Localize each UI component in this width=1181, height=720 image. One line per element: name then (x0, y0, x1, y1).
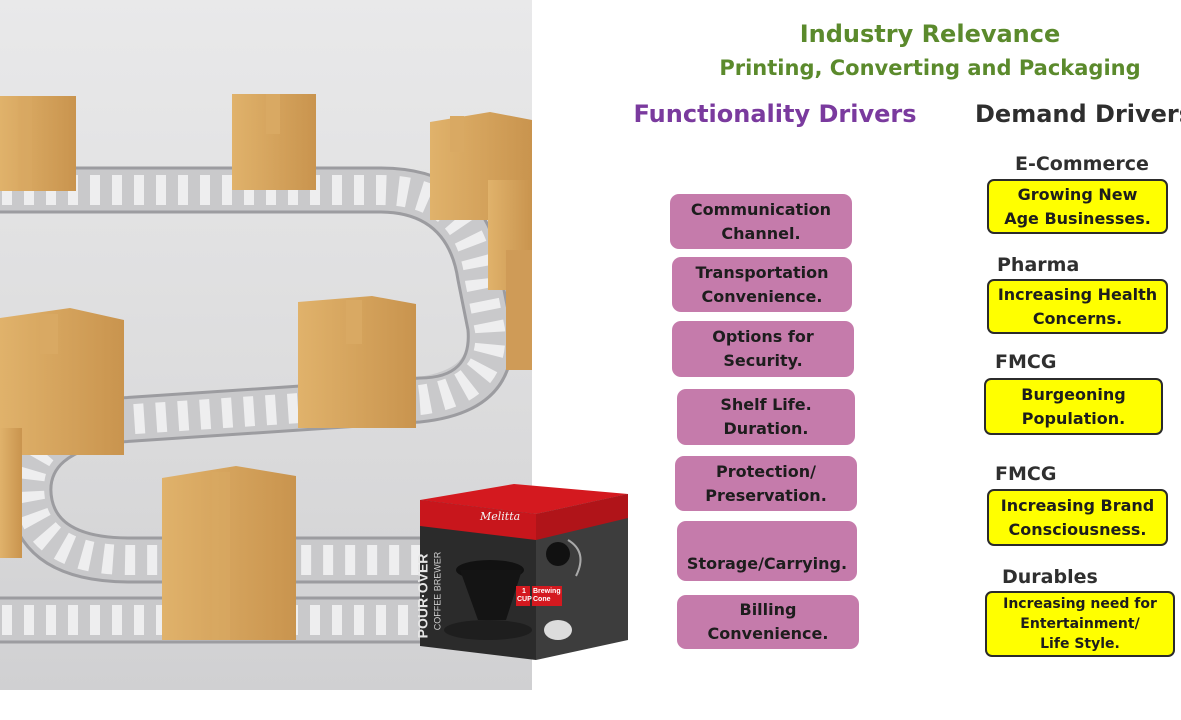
functionality-driver-box: Shelf Life. Duration. (677, 389, 855, 445)
demand-category-label: Pharma (997, 254, 1080, 276)
cardboard-box (0, 96, 76, 191)
demand-drivers-heading: Demand Drivers (975, 100, 1181, 128)
functionality-drivers-heading: Functionality Drivers (633, 100, 917, 128)
cardboard-box (0, 308, 124, 455)
cup-label: 1 CUP (517, 588, 532, 603)
cone-label: Brewing Cone (533, 588, 561, 603)
demand-category-label: FMCG (995, 463, 1057, 485)
functionality-driver-box: Options for Security. (672, 321, 854, 377)
functionality-driver-box: Storage/Carrying. (677, 521, 857, 581)
functionality-driver-box: Communication Channel. (670, 194, 852, 249)
demand-category-label: E-Commerce (1015, 153, 1149, 175)
package-illustration (420, 484, 628, 660)
package-side-text: POUR·OVER (414, 553, 431, 639)
demand-driver-box: Growing New Age Businesses. (987, 179, 1168, 234)
coffee-brewer-package: Melitta POUR·OVER COFFEE BREWER 1 CUP Br… (414, 470, 630, 662)
functionality-driver-box: Billing Convenience. (677, 595, 859, 649)
demand-category-label: Durables (1002, 566, 1098, 588)
demand-driver-box: Increasing Brand Consciousness. (987, 489, 1168, 546)
slide-title: Industry Relevance (799, 20, 1061, 48)
demand-driver-box: Increasing Health Concerns. (987, 279, 1168, 334)
cardboard-box (0, 428, 22, 558)
slide-subtitle: Printing, Converting and Packaging (719, 56, 1141, 80)
brand-logo: Melitta (480, 510, 521, 523)
functionality-driver-box: Protection/ Preservation. (675, 456, 857, 511)
package-side-text: COFFEE BREWER (432, 551, 443, 631)
cardboard-box (232, 94, 316, 190)
cardboard-box (162, 466, 296, 640)
cardboard-box (298, 296, 416, 428)
demand-driver-box: Increasing need for Entertainment/ Life … (985, 591, 1175, 657)
conveyor-illustration (0, 94, 532, 720)
demand-category-label: FMCG (995, 351, 1057, 373)
demand-driver-box: Burgeoning Population. (984, 378, 1163, 435)
functionality-driver-box: Transportation Convenience. (672, 257, 852, 312)
conveyor-photo (0, 0, 532, 720)
cardboard-box (488, 180, 532, 370)
